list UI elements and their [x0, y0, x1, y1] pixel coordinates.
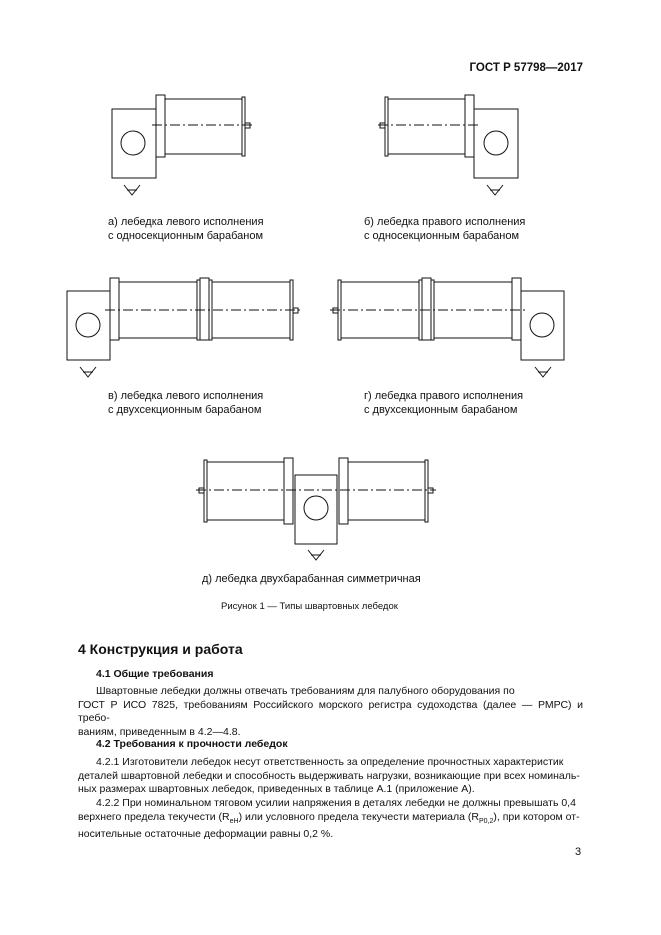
figure-title: Рисунок 1 — Типы швартовных лебедок: [221, 601, 398, 612]
winch-v-left-double: [66, 277, 300, 378]
caption-d: д) лебедка двухбарабанная симметричная: [202, 573, 421, 585]
caption-a: а) лебедка левого исполнения с односекци…: [108, 216, 264, 242]
page-number: 3: [575, 846, 582, 858]
winch-a-left-single: [111, 94, 252, 196]
paragraph-4-2-1: 4.2.1 Изготовители лебедок несут ответст…: [78, 756, 580, 796]
standard-number: ГОСТ Р 57798—2017: [469, 62, 583, 74]
section-title: 4 Конструкция и работа: [78, 641, 243, 657]
winch-d-twin-symmetric: [196, 457, 436, 561]
winch-b-right-single: [378, 94, 519, 196]
caption-v: в) лебедка левого исполнения с двухсекци…: [108, 390, 264, 416]
caption-b: б) лебедка правого исполнения с односекц…: [364, 216, 526, 242]
winch-g-right-double: [330, 277, 565, 378]
caption-g: г) лебедка правого исполнения с двухсекц…: [364, 390, 524, 416]
paragraph-4-2-2: 4.2.2 При номинальном тяговом усилии нап…: [78, 797, 580, 841]
subsection-4-1-title: 4.1 Общие требования: [96, 668, 214, 680]
subsection-4-1-text: Швартовные лебедки должны отвечать требо…: [78, 685, 583, 738]
subsection-4-2-title: 4.2 Требования к прочности лебедок: [96, 738, 288, 750]
